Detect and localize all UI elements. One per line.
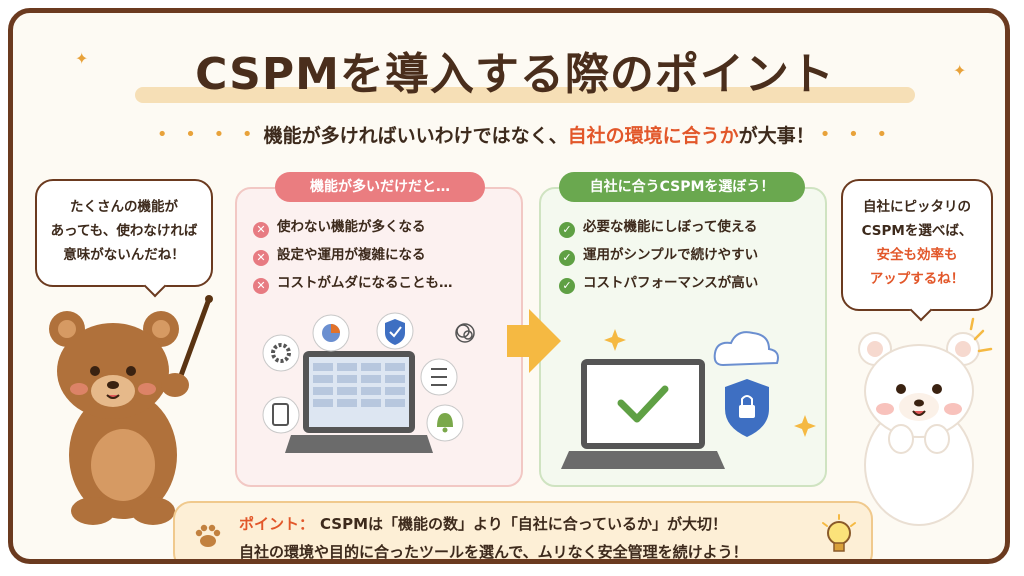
dots-decoration: • • • • bbox=[156, 124, 259, 145]
too-many-features-heading: 機能が多いだけだと… bbox=[275, 172, 485, 202]
cross-icon: ✕ bbox=[253, 278, 269, 294]
infographic-frame: CSPMを導入する際のポイント ✦ ✦ • • • • 機能が多ければいいわけで… bbox=[8, 8, 1010, 564]
point-callout: ポイント：CSPMは「機能の数」より「自社に合っているか」が大切！ 自社の環境や… bbox=[173, 501, 873, 561]
tangle-icon bbox=[455, 323, 475, 343]
checklist-icon bbox=[420, 358, 458, 396]
bubble-text: CSPMを選べば、 bbox=[861, 223, 973, 239]
title-band: CSPMを導入する際のポイント bbox=[105, 47, 925, 105]
bubble-text: アップするね！ bbox=[869, 271, 965, 287]
bubble-text: 安全も効率も bbox=[876, 247, 958, 263]
list-item: ✕使わない機能が多くなる bbox=[253, 217, 426, 238]
shield-check-icon bbox=[376, 312, 414, 350]
sparkle-icon: ✦ bbox=[75, 49, 89, 68]
check-icon: ✓ bbox=[559, 222, 575, 238]
good-laptop-icon bbox=[561, 359, 725, 469]
sparkle-icon bbox=[794, 415, 816, 437]
paw-icon bbox=[195, 524, 221, 547]
gear-icon bbox=[262, 334, 300, 372]
point-line-2: 自社の環境や目的に合ったツールを選んで、ムリなく安全管理を続けよう！ bbox=[239, 543, 748, 561]
cross-icon: ✕ bbox=[253, 250, 269, 266]
bell-icon bbox=[426, 404, 464, 442]
point-line-1: ポイント：CSPMは「機能の数」より「自社に合っているか」が大切！ bbox=[239, 515, 727, 533]
cluttered-laptop-icon bbox=[285, 351, 433, 453]
cross-icon: ✕ bbox=[253, 222, 269, 238]
illustrations bbox=[49, 295, 993, 526]
subtitle: 機能が多ければいいわけではなく、自社の環境に合うかが大事！ bbox=[263, 125, 815, 147]
sparkle-icon: ✦ bbox=[953, 61, 967, 80]
bubble-text: 意味がないんだね！ bbox=[63, 247, 185, 263]
check-icon: ✓ bbox=[559, 278, 575, 294]
dots-decoration: • • • bbox=[819, 124, 894, 145]
bubble-text: 自社にピッタリの bbox=[863, 199, 971, 215]
sparkle-icon bbox=[604, 329, 626, 351]
brown-bear-character bbox=[49, 295, 213, 525]
list-item: ✓運用がシンプルで続けやすい bbox=[559, 245, 758, 266]
right-speech-bubble: 自社にピッタリの CSPMを選べば、 安全も効率も アップするね！ bbox=[841, 179, 993, 322]
check-icon: ✓ bbox=[559, 250, 575, 266]
pie-chart-icon bbox=[312, 314, 350, 352]
list-item: ✕コストがムダになることも… bbox=[253, 273, 453, 294]
list-item: ✓必要な機能にしぼって使える bbox=[559, 217, 757, 238]
subtitle-row: • • • • 機能が多ければいいわけではなく、自社の環境に合うかが大事！ • … bbox=[143, 121, 907, 151]
list-item: ✓コストパフォーマンスが高い bbox=[559, 273, 758, 294]
lock-shield-icon bbox=[725, 379, 769, 437]
bubble-text: あっても、使わなければ bbox=[50, 223, 198, 239]
bubble-text: たくさんの機能が bbox=[70, 199, 178, 215]
left-speech-bubble: たくさんの機能が あっても、使わなければ 意味がないんだね！ bbox=[35, 179, 213, 298]
title-highlight bbox=[135, 87, 915, 103]
lightbulb-icon bbox=[822, 514, 856, 552]
page-title: CSPMを導入する際のポイント bbox=[195, 49, 835, 100]
white-bear-character bbox=[858, 317, 993, 526]
cloud-icon bbox=[713, 331, 779, 367]
choose-cspm-heading: 自社に合うCSPMを選ぼう！ bbox=[559, 172, 805, 202]
document-icon bbox=[262, 396, 300, 434]
list-item: ✕設定や運用が複雑になる bbox=[253, 245, 426, 266]
arrow-right-icon bbox=[507, 309, 561, 373]
